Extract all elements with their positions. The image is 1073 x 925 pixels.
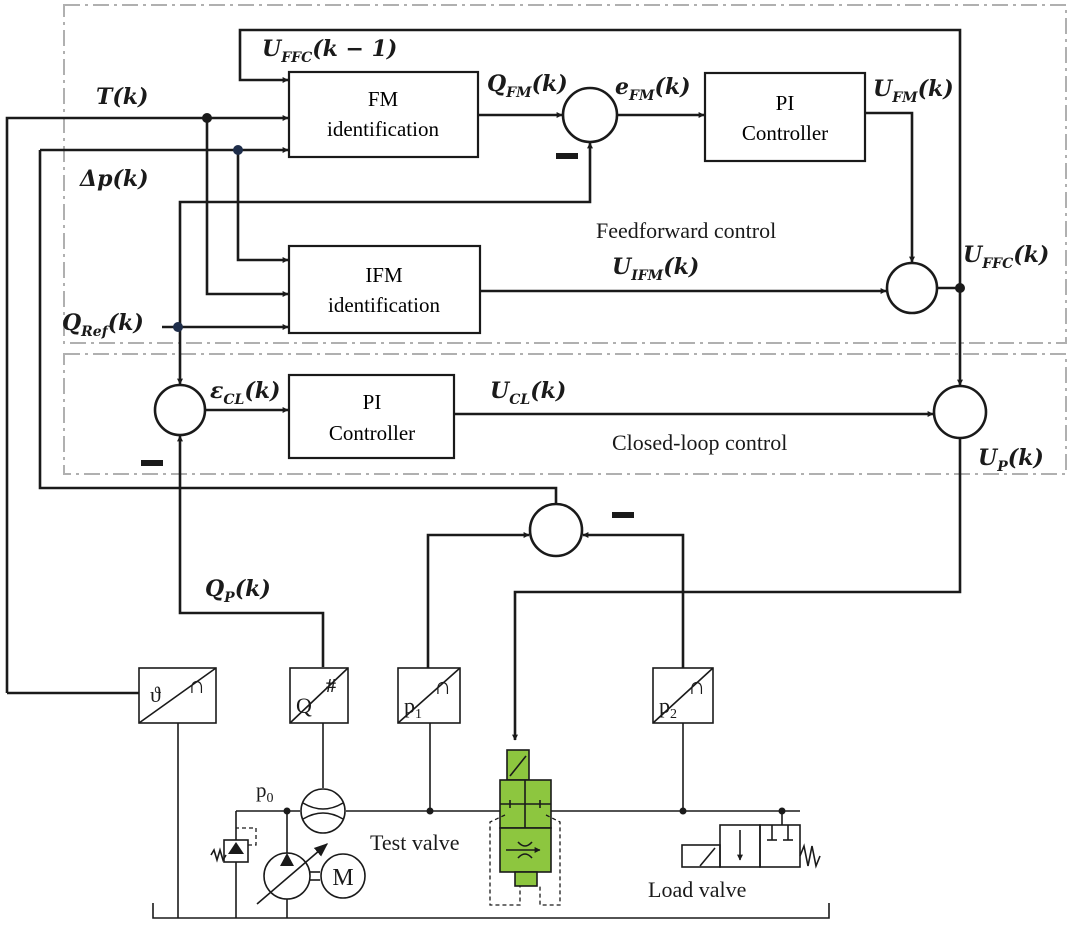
label-t: T(k) — [96, 84, 148, 110]
fm-block-line2: identification — [327, 117, 439, 141]
label-uffc: UFFC(k) — [963, 242, 1049, 272]
fm-identification-block: FM identification — [287, 70, 480, 159]
p2-sensor-corner: ∩ — [688, 674, 705, 700]
motor-symbol: M — [320, 853, 366, 899]
minus-sign-dp — [612, 512, 634, 518]
motor-label: M — [332, 865, 353, 891]
pi2-line1: PI — [363, 390, 382, 414]
pressure-sensor-p1: p1 ∩ — [397, 667, 461, 724]
pi1-line1: PI — [776, 91, 795, 115]
summing-junction-uffc — [885, 261, 939, 315]
hydraulic-circuit — [152, 723, 830, 919]
feedforward-region — [63, 4, 1067, 344]
summing-junction-ecl — [153, 383, 207, 437]
label-qfm: QFM(k) — [487, 71, 568, 101]
test-valve-label: Test valve — [370, 830, 459, 855]
p1-sensor-symbol: p1 — [404, 693, 422, 722]
minus-sign-ecl — [141, 460, 163, 466]
summing-junction-up — [932, 384, 988, 440]
label-qp: QP(k) — [205, 576, 271, 606]
p1-sensor-corner: ∩ — [434, 674, 451, 700]
flow-sensor-symbol: Q — [296, 693, 312, 718]
fm-block-line1: FM — [368, 87, 399, 111]
label-uffc-prev: UFFC(k − 1) — [262, 36, 397, 66]
closed-loop-label: Closed-loop control — [612, 430, 787, 455]
label-ecl: εCL(k) — [210, 378, 280, 408]
pi-controller-ff-block: PI Controller — [703, 71, 867, 163]
temp-sensor-symbol: ϑ — [150, 682, 161, 707]
temp-sensor-corner: ∩ — [188, 673, 205, 699]
variable-pump — [256, 811, 329, 918]
flow-meter-symbol — [300, 788, 346, 834]
load-valve-label: Load valve — [648, 877, 746, 902]
branch-dot-uffc — [955, 283, 965, 293]
test-valve — [489, 749, 561, 906]
pi-controller-cl-block: PI Controller — [287, 373, 456, 460]
branch-dot-t — [202, 113, 212, 123]
pi2-line2: Controller — [329, 421, 415, 445]
flow-sensor: Q # — [289, 667, 349, 724]
ifm-block-line1: IFM — [365, 263, 403, 287]
load-valve — [681, 811, 821, 869]
pressure-sensor-p2: p2 ∩ — [652, 667, 714, 724]
pi1-line2: Controller — [742, 121, 828, 145]
label-uifm: UIFM(k) — [612, 254, 699, 284]
relief-valve — [210, 811, 257, 918]
flow-sensor-corner: # — [326, 675, 336, 697]
branch-dot-qref — [173, 322, 183, 332]
feedforward-label: Feedforward control — [596, 218, 776, 243]
p2-sensor-symbol: p2 — [659, 693, 677, 722]
summing-junction-efm — [561, 86, 619, 144]
label-ucl: UCL(k) — [490, 378, 566, 408]
branch-dot-dp — [233, 145, 243, 155]
ifm-block-line2: identification — [328, 293, 440, 317]
label-efm: eFM(k) — [615, 74, 691, 104]
closed-loop-region — [63, 353, 1067, 475]
label-up: UP(k) — [978, 445, 1044, 475]
summing-junction-dp — [528, 502, 584, 558]
label-qref: QRef(k) — [62, 310, 144, 340]
ifm-identification-block: IFM identification — [287, 244, 482, 335]
p0-label: p0 — [256, 778, 274, 806]
minus-sign-efm — [556, 153, 578, 159]
temperature-sensor: ϑ ∩ — [138, 667, 217, 724]
label-dp: Δp(k) — [79, 166, 149, 192]
signal-lines — [5, 28, 963, 741]
label-ufm: UFM(k) — [873, 76, 954, 106]
